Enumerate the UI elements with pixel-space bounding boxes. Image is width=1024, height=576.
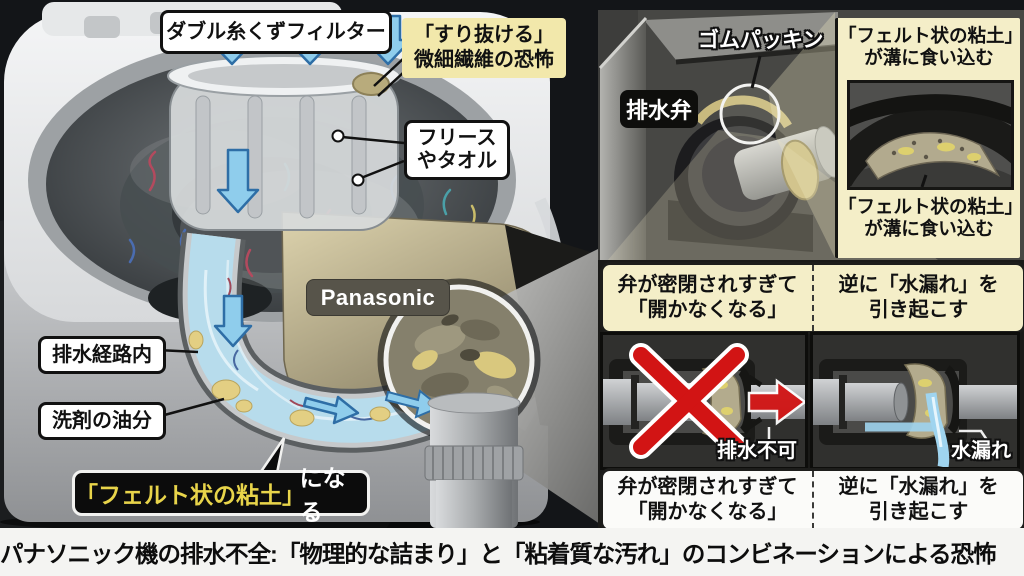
outcome-leak-line2: 引き起こす	[868, 299, 969, 321]
outcome-leak-bottom: 逆に「水漏れ」を 引き起こす	[812, 471, 1023, 529]
inset-title: 「フェルト状の粘土」 が溝に食い込む	[838, 25, 1024, 69]
outcome-sealed: 弁が密閉されすぎて 「開かなくなる」	[603, 265, 812, 331]
detergent-oil-blobs	[188, 330, 391, 427]
packing-groove-illustration	[825, 83, 1024, 221]
inset-title-line2: が溝に食い込む	[864, 47, 994, 69]
outcome-leak-line1: 逆に「水漏れ」を	[838, 274, 999, 296]
outcome-sealed-bottom: 弁が密閉されすぎて 「開かなくなる」	[603, 471, 812, 529]
outcome-box-bottom: 弁が密閉されすぎて 「開かなくなる」 逆に「水漏れ」を 引き起こす	[600, 468, 1024, 532]
label-slip-through: 「すり抜ける」 微細繊維の恐怖	[402, 18, 566, 78]
label-felt-clay: 「フェルト状の粘土」 になる	[72, 465, 370, 525]
right-arrow-icon	[384, 389, 442, 419]
slipped-fiber-clump	[352, 72, 390, 96]
label-fleece-line1: フリース	[417, 127, 497, 149]
label-water-leak: 水漏れ	[951, 434, 1011, 463]
clay-in-valve	[780, 139, 820, 201]
brand-logo: Panasonic	[307, 280, 449, 315]
red-arrow-icon	[747, 378, 808, 426]
label-slip-through-line2: 微細繊維の恐怖	[414, 49, 554, 71]
brand-logo-text: Panasonic	[320, 284, 436, 310]
pipe-leak-panel: 水漏れ	[810, 332, 1020, 470]
drain-standpipe	[424, 392, 524, 528]
drain-channel	[177, 232, 462, 453]
outcome-sealed-bottom-line2: 「開かなくなる」	[627, 501, 788, 523]
inset-panel: 「フェルト状の粘土」 が溝に食い込む	[825, 18, 1024, 258]
outcome-leak-bottom-line2: 引き起こす	[868, 501, 969, 523]
label-water-leak-text: 水漏れ	[951, 440, 1011, 462]
washing-machine-illustration	[0, 0, 600, 528]
outcome-sealed-bottom-line1: 弁が密閉されすぎて	[617, 476, 798, 498]
pointer-line	[750, 55, 762, 89]
water-leak-stream	[865, 392, 950, 469]
pipe-flow-arrows	[213, 294, 360, 425]
label-fleece-line2: やタオル	[417, 150, 497, 172]
outcome-leak-bottom-line1: 逆に「水漏れ」を	[838, 476, 999, 498]
outcome-sealed-line1: 弁が密閉されすぎて	[617, 274, 798, 296]
outcome-box-top: 弁が密閉されすぎて 「開かなくなる」 逆に「水漏れ」を 引き起こす	[600, 262, 1024, 334]
inset-caption-line1: 「フェルト状の粘土」	[838, 196, 1024, 217]
label-no-drain-text: 排水不可	[717, 440, 797, 462]
magnifier-circle-icon	[719, 83, 781, 145]
label-lint-filter-text: ダブル糸くずフィルター	[166, 20, 386, 43]
label-drain-valve: 排水弁	[620, 90, 698, 128]
caption-strip: パナソニック機の排水不全:「物理的な詰まり」と「粘着質な汚れ」のコンビネーション…	[0, 528, 1024, 576]
label-felt-clay-highlight: 「フェルト状の粘土」	[75, 482, 305, 508]
label-fleece-towel: フリース やタオル	[404, 120, 510, 180]
lint-filter-basket	[167, 55, 401, 231]
pipe-clogged-panel: 排水不可	[600, 332, 808, 470]
label-rubber-packing: ゴムパッキン	[698, 24, 823, 54]
pipe-leak-illustration	[813, 335, 1017, 469]
label-lint-filter: ダブル糸くずフィルター	[160, 10, 392, 54]
waste-water	[187, 233, 458, 443]
inset-caption-line2: が溝に食い込む	[864, 218, 994, 240]
inset-title-line1: 「フェルト状の粘土」	[838, 25, 1024, 46]
detail-panel: ゴムパッキン 排水弁 「フェルト状の粘土」 が溝に食い込む	[598, 10, 1024, 532]
label-no-drain: 排水不可	[717, 434, 797, 463]
label-rubber-packing-text: ゴムパッキン	[698, 29, 824, 52]
outcome-sealed-line2: 「開かなくなる」	[627, 299, 788, 321]
label-detergent-oil-text: 洗剤の油分	[52, 409, 152, 432]
inset-image	[825, 80, 1024, 221]
highlight-beam	[768, 12, 835, 258]
label-drain-path: 排水経路内	[38, 336, 166, 374]
label-drain-valve-text: 排水弁	[625, 98, 692, 123]
label-slip-through-line1: 「すり抜ける」	[414, 24, 554, 46]
pointer-lines	[156, 57, 405, 419]
down-arrow-icon	[216, 148, 260, 214]
pipe-clogged-illustration	[603, 335, 808, 467]
caption-text: パナソニック機の排水不全:「物理的な詰まり」と「粘着質な汚れ」のコンビネーション…	[0, 541, 997, 567]
right-arrow-icon	[302, 395, 360, 425]
label-felt-clay-suffix: になる	[299, 465, 346, 525]
label-detergent-oil: 洗剤の油分	[38, 402, 166, 440]
inset-caption: 「フェルト状の粘土」 が溝に食い込む	[838, 196, 1024, 240]
clay-wedge	[865, 132, 1001, 181]
outcome-leak: 逆に「水漏れ」を 引き起こす	[812, 265, 1023, 331]
lid-hinge	[84, 16, 120, 38]
label-drain-path-text: 排水経路内	[52, 343, 152, 366]
down-arrow-icon	[213, 294, 253, 348]
red-x-icon	[629, 343, 749, 459]
